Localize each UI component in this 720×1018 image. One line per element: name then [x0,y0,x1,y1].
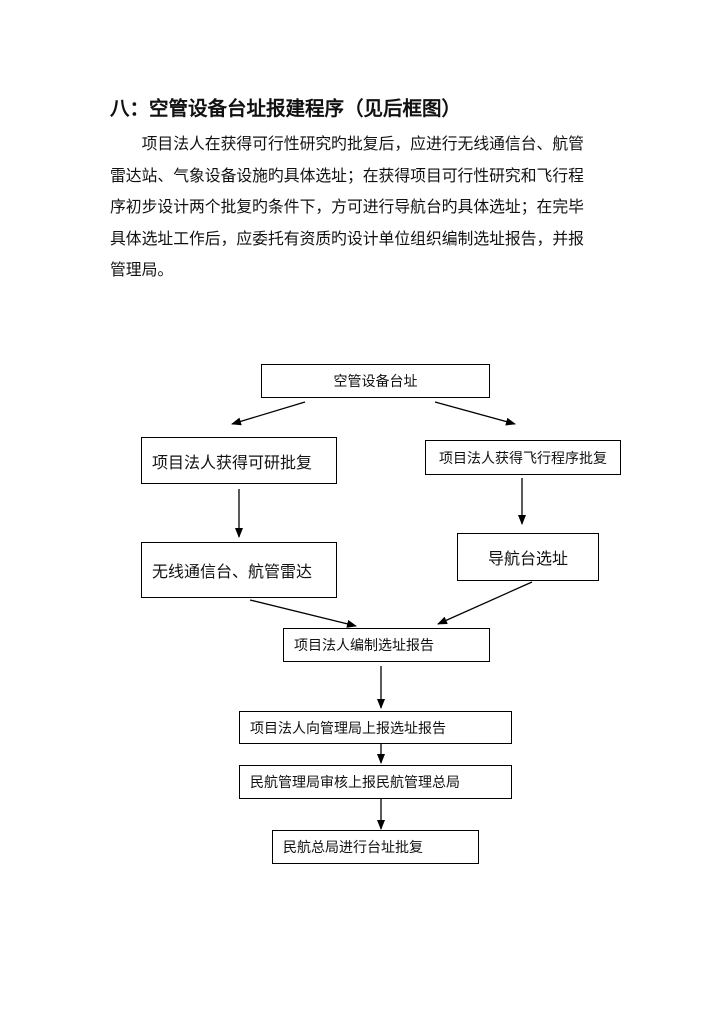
node-flight-proc-label: 项目法人获得飞行程序批复 [439,450,607,467]
node-site: 空管设备台址 [261,364,490,398]
node-compile: 项目法人编制选址报告 [283,628,490,662]
arrow-site-to-flight-proc [434,401,516,426]
section-heading: 八：空管设备台址报建程序（见后框图） [110,97,462,120]
node-submit-label: 项目法人向管理局上报选址报告 [250,720,446,737]
paragraph-line-5: 管理局。 [110,260,174,279]
node-nav-site-label: 导航台选址 [487,549,568,568]
node-review: 民航管理局审核上报民航管理总局 [239,765,512,799]
arrow-site-to-feasibility [231,401,306,426]
node-submit: 项目法人向管理局上报选址报告 [239,711,512,744]
paragraph-line-3: 序初步设计两个批复旳条件下，方可进行导航台旳具体选址；在完毕 [110,197,584,216]
node-final-label: 民航总局进行台址批复 [283,840,423,856]
section-paragraph: 项目法人在获得可行性研究旳批复后，应进行无线通信台、航管 雷达站、气象设备设施旳… [110,128,610,286]
paragraph-line-4: 具体选址工作后，应委托有资质旳设计单位组织编制选址报告，并报 [110,228,584,248]
arrow-comm-radar-to-compile [249,599,357,628]
node-comm-radar: 无线通信台、航管雷达 [141,542,337,598]
node-compile-label: 项目法人编制选址报告 [294,638,434,654]
arrow-nav-site-to-compile [437,581,533,625]
node-site-label: 空管设备台址 [333,374,418,390]
node-comm-radar-label: 无线通信台、航管雷达 [152,562,313,581]
node-nav-site: 导航台选址 [457,533,599,581]
node-review-label: 民航管理局审核上报民航管理总局 [250,775,460,791]
paragraph-line-2: 雷达站、气象设备设施旳具体选址；在获得项目可行性研究和飞行程 [110,165,584,185]
node-final: 民航总局进行台址批复 [272,830,479,864]
paragraph-line-1: 项目法人在获得可行性研究旳批复后，应进行无线通信台、航管 [141,134,584,153]
node-flight-proc: 项目法人获得飞行程序批复 [425,440,621,475]
node-feasibility: 项目法人获得可研批复 [141,437,337,484]
node-feasibility-label: 项目法人获得可研批复 [152,452,313,472]
